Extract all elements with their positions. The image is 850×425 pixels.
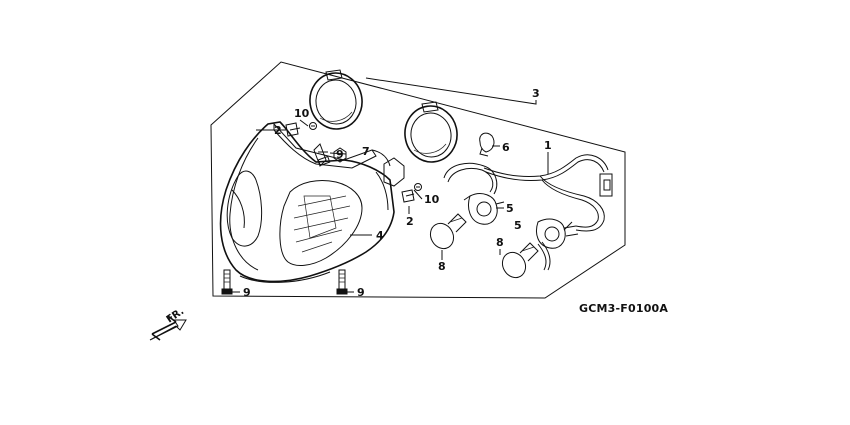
grommet-6 (479, 132, 495, 157)
nut-7 (333, 147, 347, 163)
bulb-socket-right (536, 218, 579, 249)
screw-right (414, 183, 422, 191)
bolt-lower-left (221, 269, 233, 295)
callout-5-left: 5 (506, 202, 514, 215)
screw-upper (309, 122, 317, 130)
callout-7: 7 (362, 145, 370, 158)
callout-8-left: 8 (438, 260, 446, 273)
bulb-socket-left (463, 193, 505, 225)
callout-8-right: 8 (496, 236, 504, 249)
headlight-housing (219, 121, 405, 283)
callout-9-upper: 9 (336, 148, 344, 161)
headlight-ring-right (404, 101, 458, 163)
callout-4: 4 (376, 229, 384, 242)
callout-10-lower: 10 (424, 193, 440, 206)
headlight-ring-left (309, 69, 363, 130)
assembly-boundary (210, 61, 626, 299)
bulb-right (501, 242, 539, 279)
wire-harness (443, 154, 613, 271)
bolt-lower-mid (336, 269, 348, 295)
leader-lines (232, 77, 573, 293)
callout-6: 6 (502, 141, 510, 154)
bulb-left (429, 213, 467, 250)
clip-upper (285, 122, 301, 137)
callout-9-lower-left: 9 (243, 286, 251, 299)
bolt-upper (313, 143, 331, 167)
callout-10-upper: 10 (294, 107, 310, 120)
callout-1: 1 (544, 139, 552, 152)
callout-3: 3 (532, 87, 540, 100)
figure-code: GCM3-F0100A (579, 302, 668, 315)
front-arrow-icon (149, 315, 187, 341)
callout-2-upper: 2 (274, 124, 282, 137)
callout-9-lower-mid: 9 (357, 286, 365, 299)
callout-2-lower: 2 (406, 215, 414, 228)
callout-5-right: 5 (514, 219, 522, 232)
clip-right (401, 189, 415, 203)
